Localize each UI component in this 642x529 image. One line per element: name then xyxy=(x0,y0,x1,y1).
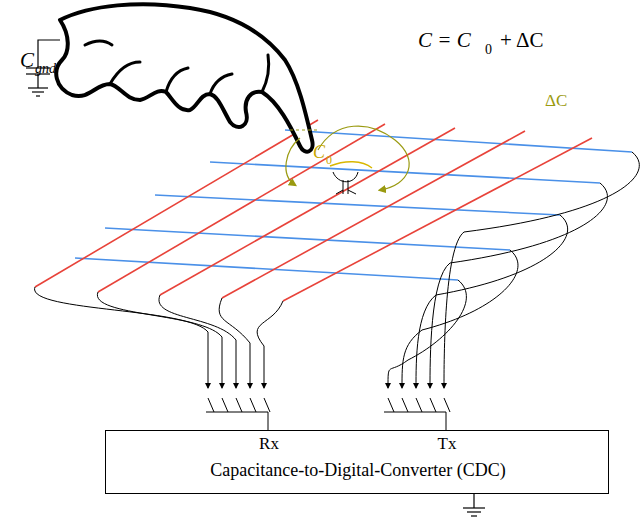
equation: C = C xyxy=(418,30,471,51)
box-title: Capacitance-to-Digital-Converter (CDC) xyxy=(210,461,505,479)
converter-box: Rx TxCapacitance-to-Digital-Converter (CD… xyxy=(105,430,609,494)
delta-c-label: ΔC xyxy=(545,92,567,109)
equation: + ΔC xyxy=(500,30,543,51)
c0-label: C xyxy=(313,143,325,161)
pin-name: Tx xyxy=(438,435,457,452)
pin-name: Rx xyxy=(259,435,279,452)
subscript: gnd xyxy=(35,62,56,76)
subscript: 0 xyxy=(485,43,492,57)
capacitance-symbol: C xyxy=(20,50,34,71)
subscript: 0 xyxy=(326,154,332,166)
